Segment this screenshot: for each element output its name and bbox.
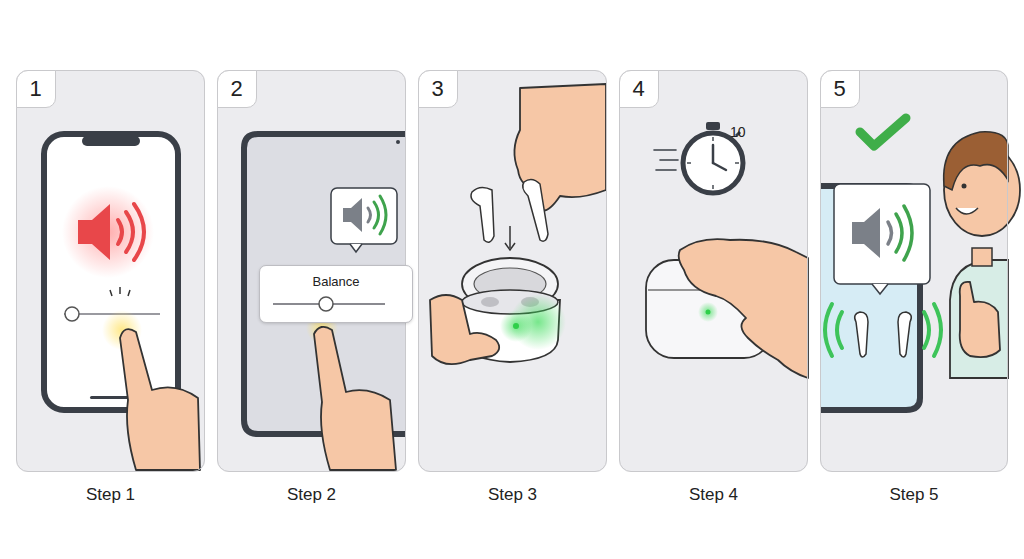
step-number: 5 xyxy=(820,70,860,108)
step-panel: 4Step 4 xyxy=(619,70,808,472)
step-panel: 2Step 2Balance xyxy=(217,70,406,472)
step-caption: Step 4 xyxy=(620,485,807,505)
panel-ground xyxy=(16,70,1008,472)
step-number: 1 xyxy=(16,70,56,108)
balance-slider xyxy=(269,294,389,318)
step-panel: 1Step 1 xyxy=(16,70,205,472)
step-panel: 3Step 3 xyxy=(418,70,607,472)
timer-case-illustration xyxy=(646,122,808,378)
earbuds-case-illustration xyxy=(430,84,606,364)
phone-illustration xyxy=(44,134,200,470)
settings-card: Balance xyxy=(259,265,413,323)
step-caption: Step 5 xyxy=(821,485,1007,505)
timer-number: 10 xyxy=(730,124,746,140)
setting-label: Balance xyxy=(260,266,412,289)
step-panel: 5Step 5 xyxy=(820,70,1008,472)
success-illustration xyxy=(820,118,1020,410)
step-caption: Step 3 xyxy=(419,485,606,505)
step-caption: Step 1 xyxy=(17,485,204,505)
step-number: 4 xyxy=(619,70,659,108)
step-number: 2 xyxy=(217,70,257,108)
step-number: 3 xyxy=(418,70,458,108)
step-caption: Step 2 xyxy=(218,485,405,505)
